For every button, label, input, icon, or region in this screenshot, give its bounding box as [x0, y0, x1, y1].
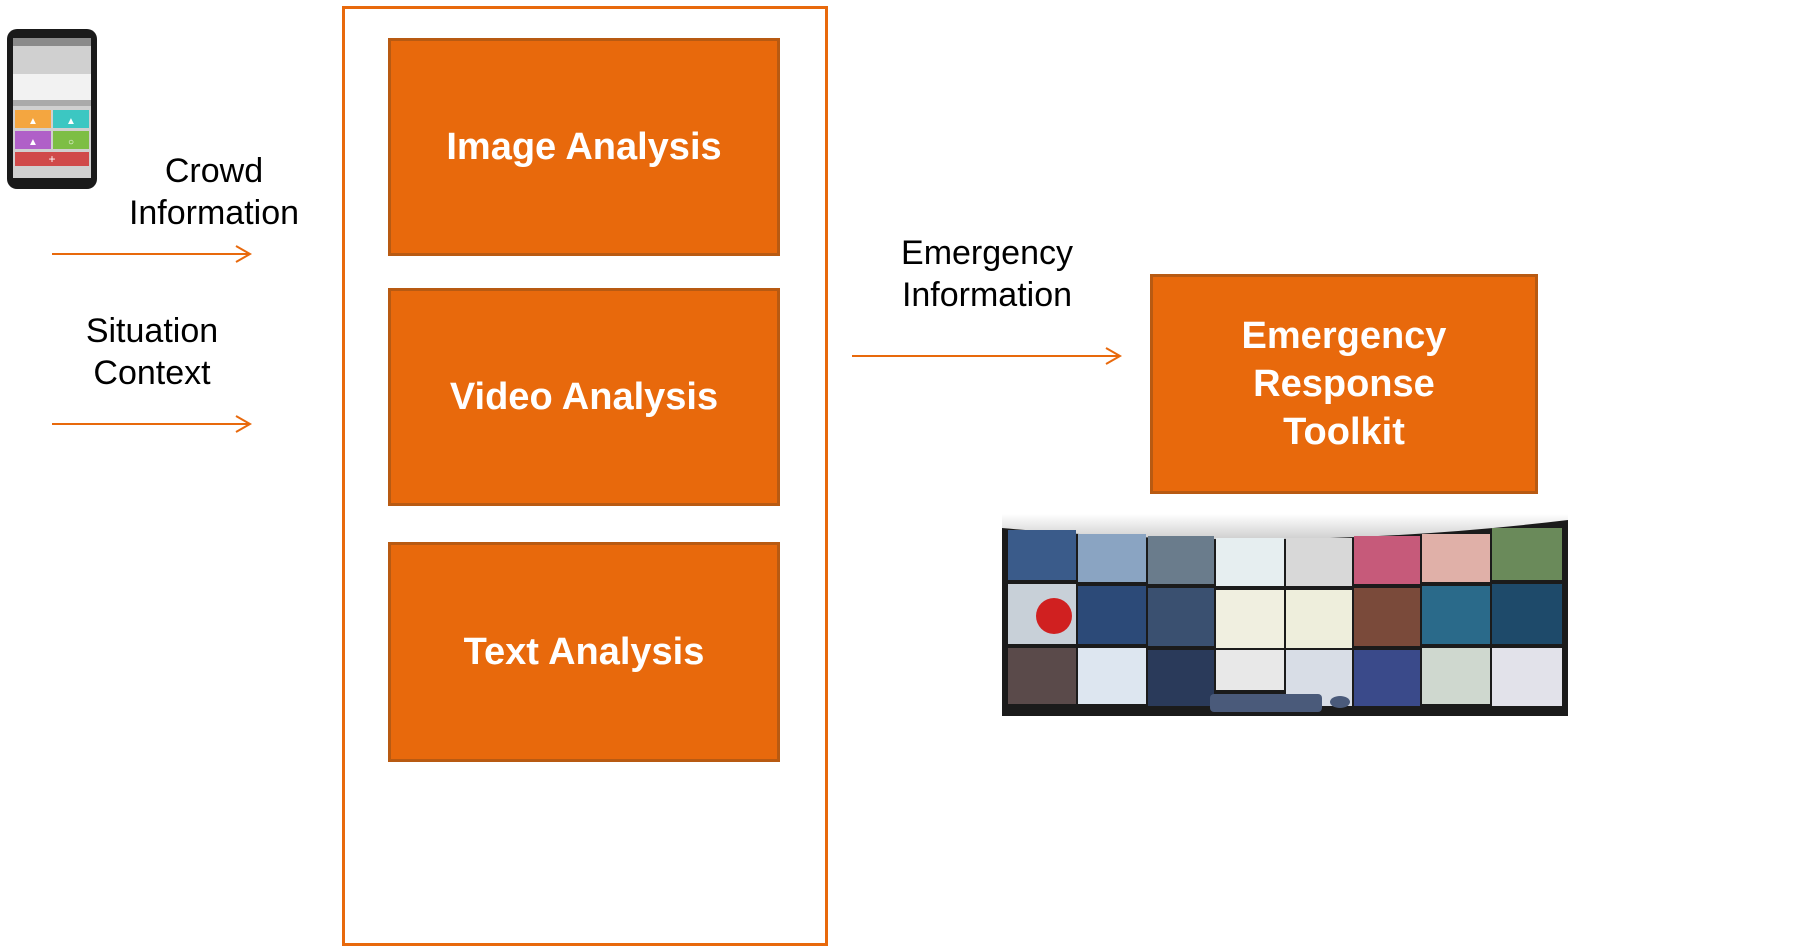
text-analysis-box: Text Analysis: [388, 542, 780, 762]
situation-context-label: Situation Context: [85, 312, 219, 392]
emergency-response-toolkit-box: Emergency Response Toolkit: [1150, 274, 1538, 494]
svg-text:○: ○: [68, 137, 74, 148]
emergency-arrow: [852, 347, 1123, 365]
svg-text:▲: ▲: [28, 137, 38, 148]
svg-text:▲: ▲: [28, 116, 38, 127]
image-analysis-box: Image Analysis: [388, 38, 780, 256]
crowd-arrow: [52, 245, 253, 263]
svg-text:+: +: [48, 152, 55, 166]
monitor-wall-icon: [1002, 514, 1568, 716]
smartphone-icon: ▲ ▲ ▲ ○ +: [6, 28, 98, 190]
svg-text:▲: ▲: [66, 116, 76, 127]
crowd-information-label: Crowd Information: [128, 152, 300, 232]
situation-arrow: [52, 415, 253, 433]
emergency-information-label: Emergency Information: [901, 234, 1073, 314]
video-analysis-box: Video Analysis: [388, 288, 780, 506]
